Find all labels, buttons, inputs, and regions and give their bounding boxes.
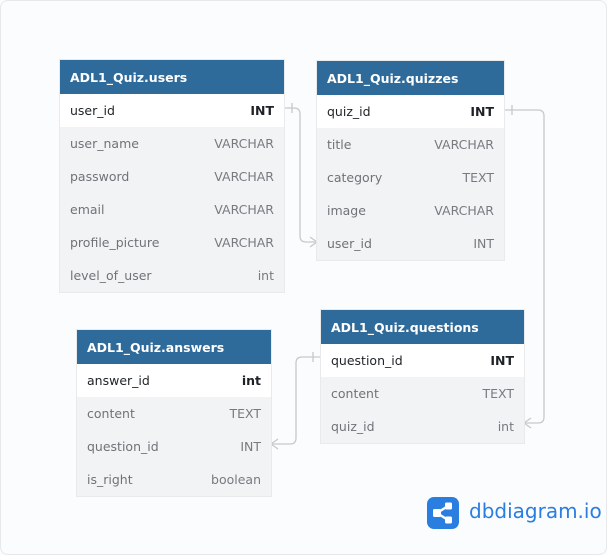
field-row[interactable]: user_id INT [317, 227, 504, 260]
table-questions[interactable]: ADL1_Quiz.questions question_id INT conte… [321, 310, 524, 443]
field-type: TEXT [229, 406, 261, 421]
field-name: quiz_id [327, 104, 371, 119]
field-type: boolean [211, 472, 261, 487]
field-type: VARCHAR [434, 137, 494, 152]
table-header[interactable]: ADL1_Quiz.questions [321, 310, 524, 344]
field-row[interactable]: image VARCHAR [317, 194, 504, 227]
field-name: user_id [70, 103, 115, 118]
share-nodes-icon [427, 497, 459, 529]
field-row[interactable]: answer_id int [77, 364, 271, 397]
field-type: TEXT [462, 170, 494, 185]
field-name: content [87, 406, 135, 421]
table-header[interactable]: ADL1_Quiz.quizzes [317, 61, 504, 95]
field-type: VARCHAR [214, 169, 274, 184]
field-name: title [327, 137, 352, 152]
field-name: question_id [87, 439, 159, 454]
field-row[interactable]: quiz_id int [321, 410, 524, 443]
field-name: user_name [70, 136, 139, 151]
field-row[interactable]: is_right boolean [77, 463, 271, 496]
field-row[interactable]: category TEXT [317, 161, 504, 194]
field-type: int [497, 419, 514, 434]
field-name: profile_picture [70, 235, 160, 250]
field-type: INT [250, 103, 274, 118]
field-name: password [70, 169, 130, 184]
field-name: user_id [327, 236, 372, 251]
field-name: answer_id [87, 373, 150, 388]
field-type: int [241, 373, 261, 388]
relation-users-quizzes [284, 107, 317, 243]
brand-logo-text[interactable]: dbdiagram.io [469, 499, 602, 523]
table-answers[interactable]: ADL1_Quiz.answers answer_id int content TE… [77, 330, 271, 496]
field-row[interactable]: profile_picture VARCHAR [60, 226, 284, 259]
field-row[interactable]: user_id INT [60, 94, 284, 127]
table-header[interactable]: ADL1_Quiz.answers [77, 330, 271, 364]
field-row[interactable]: content TEXT [321, 377, 524, 410]
field-type: INT [473, 236, 494, 251]
field-row[interactable]: user_name VARCHAR [60, 127, 284, 160]
field-row[interactable]: content TEXT [77, 397, 271, 430]
field-type: TEXT [482, 386, 514, 401]
field-name: question_id [331, 353, 403, 368]
field-row[interactable]: quiz_id INT [317, 95, 504, 128]
field-row[interactable]: email VARCHAR [60, 193, 284, 226]
field-row[interactable]: question_id INT [321, 344, 524, 377]
field-type: INT [490, 353, 514, 368]
field-name: image [327, 203, 366, 218]
field-name: level_of_user [70, 268, 152, 283]
field-type: VARCHAR [214, 235, 274, 250]
field-type: VARCHAR [214, 136, 274, 151]
field-row[interactable]: question_id INT [77, 430, 271, 463]
field-type: INT [240, 439, 261, 454]
table-header[interactable]: ADL1_Quiz.users [60, 60, 284, 94]
field-row[interactable]: level_of_user int [60, 259, 284, 292]
field-name: quiz_id [331, 419, 375, 434]
field-type: VARCHAR [434, 203, 494, 218]
relation-quizzes-questions [504, 109, 545, 424]
field-type: int [257, 268, 274, 283]
field-name: is_right [87, 472, 133, 487]
field-type: VARCHAR [214, 202, 274, 217]
field-type: INT [470, 104, 494, 119]
relation-questions-answers [271, 356, 321, 445]
field-name: email [70, 202, 105, 217]
field-row[interactable]: password VARCHAR [60, 160, 284, 193]
field-name: category [327, 170, 383, 185]
field-name: content [331, 386, 379, 401]
field-row[interactable]: title VARCHAR [317, 128, 504, 161]
